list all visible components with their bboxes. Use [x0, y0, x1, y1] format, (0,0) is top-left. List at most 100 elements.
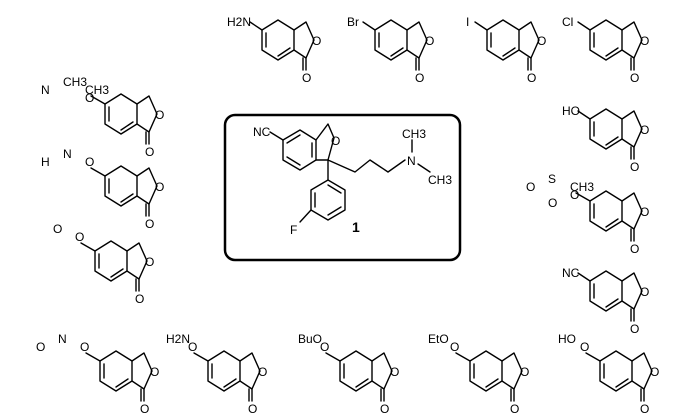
- substituent-bond: [577, 110, 591, 120]
- benzene-ring: [99, 350, 133, 392]
- carbonyl-oxygen: O: [640, 402, 649, 416]
- benzene-ring: [104, 165, 138, 207]
- fluoro-label: F: [290, 223, 297, 237]
- aromatic-bonds: [98, 253, 124, 278]
- carbonyl-oxygen: O: [302, 71, 311, 85]
- carbonyl-oxygen: O: [630, 242, 639, 256]
- substituent-label-0: CH3: [85, 83, 109, 97]
- substituent-label: HO: [562, 104, 580, 118]
- benzene-ring: [599, 350, 633, 392]
- substituent-label-0: O: [320, 340, 329, 354]
- compound-1-box: NC O N CH3 CH3 F 1: [223, 113, 462, 262]
- lactone-ring: [239, 352, 261, 390]
- substituent-label-3: O: [570, 188, 579, 202]
- substituent-bond: [474, 21, 488, 31]
- substituent-label-1: H2N: [166, 332, 190, 346]
- aromatic-bonds: [378, 32, 404, 57]
- substituent-label-0: O: [75, 230, 84, 244]
- aromatic-bonds: [593, 121, 619, 146]
- substituent-label-1: N: [63, 147, 72, 161]
- ring-oxygen: O: [258, 365, 267, 379]
- ring-oxygen: O: [520, 365, 529, 379]
- substituent-label-0: O: [580, 340, 589, 354]
- substituent-label-2: H: [41, 155, 50, 169]
- benzene-ring: [589, 190, 623, 232]
- aromatic-bonds: [343, 363, 369, 388]
- ring-oxygen: O: [312, 34, 321, 48]
- aromatic-bonds: [593, 32, 619, 57]
- substituent-label: I: [466, 15, 469, 29]
- lactone-ring: [621, 272, 643, 310]
- substituent-label-0: O: [450, 340, 459, 354]
- substituent-label-2: N: [41, 83, 50, 97]
- substituent-bond: [577, 272, 591, 282]
- aromatic-bonds: [490, 32, 516, 57]
- benzene-ring: [94, 240, 128, 282]
- substituent-bond: [455, 352, 471, 362]
- lactone-ring: [293, 21, 315, 59]
- phthalide-hydroxy: O O HO: [562, 104, 649, 174]
- lactone-ring: [136, 167, 158, 205]
- lactone-ring: [371, 352, 393, 390]
- methyl-label-a: CH3: [402, 127, 426, 141]
- benzene-ring: [486, 19, 520, 61]
- substituent-label-1: EtO: [428, 332, 449, 346]
- carbonyl-oxygen: O: [510, 402, 519, 416]
- substituent-bond: [193, 352, 209, 362]
- carbonyl-oxygen: O: [248, 402, 257, 416]
- aromatic-bonds: [108, 178, 134, 203]
- lactone-ring: [621, 21, 643, 59]
- ring-oxygen: O: [640, 285, 649, 299]
- aromatic-bonds: [473, 363, 499, 388]
- substituent-bond: [325, 352, 341, 362]
- substituent-label-0: O: [188, 340, 197, 354]
- carbonyl-oxygen: O: [630, 160, 639, 174]
- substituent-label-1: N: [58, 332, 67, 346]
- aromatic-bonds: [211, 363, 237, 388]
- substituent-label-1: BuO: [298, 332, 322, 346]
- substituent-label-4: O: [548, 196, 557, 210]
- aromatic-bonds: [593, 283, 619, 308]
- benzene-ring: [589, 108, 623, 150]
- lactone-ring: [131, 352, 153, 390]
- substituent-label: H2N: [227, 15, 251, 29]
- ring-oxygen: O: [650, 365, 659, 379]
- substituent-label: NC: [562, 266, 580, 280]
- substituent-label-2: O: [36, 340, 45, 354]
- substituent-bond: [90, 95, 106, 105]
- benzene-ring: [104, 93, 138, 135]
- substituent-bond: [362, 21, 376, 31]
- substituent-label-1: O: [53, 222, 62, 236]
- substituent-label-1: S: [548, 172, 556, 186]
- aromatic-bonds: [593, 203, 619, 228]
- nc-label: NC: [253, 125, 271, 139]
- substituent-label-1: HO: [558, 332, 576, 346]
- carbonyl-oxygen: O: [380, 402, 389, 416]
- benzene-ring: [207, 350, 241, 392]
- peripheral-compounds: OOH2NOOBrOOIOOClOOCH3CH3NOOOONHOOOOOOONO…: [36, 15, 659, 416]
- aromatic-bonds: [603, 363, 629, 388]
- substituent-label-0: CH3: [570, 180, 594, 194]
- lactone-ring: [631, 352, 653, 390]
- benzene-ring: [589, 270, 623, 312]
- ring-oxygen: O: [640, 123, 649, 137]
- compound-number: 1: [352, 219, 360, 235]
- benzene-ring: [469, 350, 503, 392]
- ring-oxygen-label: O: [331, 134, 340, 148]
- substituent-label: Br: [347, 15, 359, 29]
- substituent-label-3: O: [85, 91, 94, 105]
- carbonyl-oxygen: O: [135, 292, 144, 306]
- substituent-bond: [585, 352, 601, 362]
- substituent-label: Cl: [562, 15, 573, 29]
- lactone-ring: [501, 352, 523, 390]
- lactone-ring: [406, 21, 428, 59]
- lactone-ring: [126, 242, 148, 280]
